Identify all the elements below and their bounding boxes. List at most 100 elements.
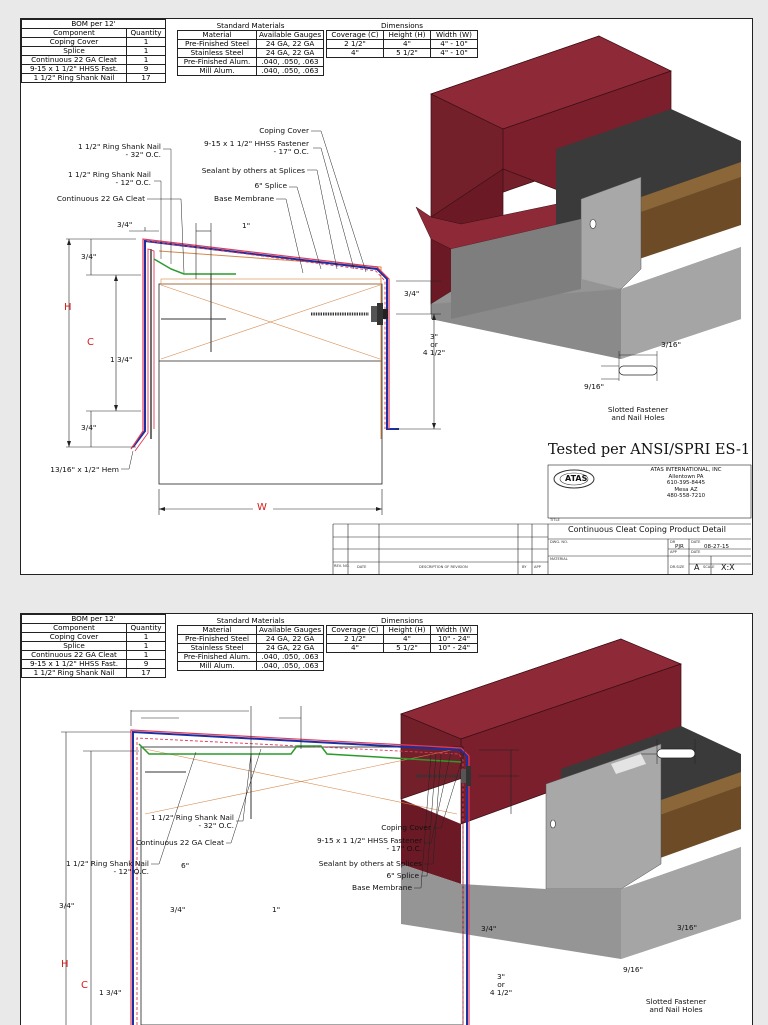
scale-value: X:X bbox=[721, 563, 735, 572]
slotted-hole-detail bbox=[601, 351, 658, 381]
callout-text: - 17" O.C. bbox=[386, 844, 422, 853]
cell: 17 bbox=[126, 73, 166, 83]
callout-text: - 12" O.C. bbox=[113, 867, 149, 876]
dimensions-table: Dimensions Coverage (C)Height (H)Width (… bbox=[326, 22, 478, 58]
hex-fastener-2 bbox=[416, 766, 471, 786]
rev-date-label: DATE bbox=[357, 565, 367, 569]
dim-1-3-4: 1 3/4" bbox=[110, 355, 133, 364]
section-drawing-2 bbox=[61, 638, 741, 1025]
material-label: MATERIAL bbox=[550, 557, 568, 561]
dim-6-inch: 6" bbox=[181, 861, 190, 870]
company-phone: 480-558-7210 bbox=[666, 493, 706, 500]
table-row: Mill Alum..040, .050, .063 bbox=[177, 66, 325, 76]
callout-membrane: Base Membrane bbox=[214, 194, 274, 203]
date-label: DATE bbox=[691, 540, 701, 544]
callout-cleat: Continuous 22 GA Cleat bbox=[56, 194, 145, 203]
company-name: ATAS INTERNATIONAL, INC bbox=[650, 467, 722, 473]
slotted-hole-detail-2 bbox=[641, 739, 696, 764]
cell: 1 1/2" Ring Shank Nail bbox=[21, 668, 127, 678]
title-label: TITLE bbox=[550, 518, 560, 522]
dim-text: or bbox=[497, 980, 505, 989]
cell: .040, .050, .063 bbox=[255, 661, 325, 671]
callout-text: - 32" O.C. bbox=[198, 821, 234, 830]
section-drawing-1 bbox=[66, 35, 752, 574]
callout-splice: 6" Splice bbox=[254, 181, 287, 190]
callout-nail-12-2: 1 1/2" Ring Shank Nail - 12" O.C. bbox=[31, 860, 149, 876]
drawn-by: PJR bbox=[675, 544, 684, 550]
cell: 5 1/2" bbox=[383, 643, 431, 653]
dim-3-16-2: 3/16" bbox=[677, 923, 697, 932]
hex-fastener bbox=[311, 303, 388, 325]
callout-text: - 12" O.C. bbox=[115, 178, 151, 187]
cell: 4" bbox=[326, 643, 384, 653]
dim-3-4-2: 3/4" bbox=[59, 901, 75, 910]
company-info: ATAS INTERNATIONAL, INC Allentown PA 610… bbox=[621, 467, 751, 500]
callout-nail-32-2: 1 1/2" Ring Shank Nail - 32" O.C. bbox=[121, 814, 234, 830]
rev-no-label: REV. NO. bbox=[334, 564, 350, 568]
callout-text: 1 1/2" Ring Shank Nail bbox=[66, 859, 149, 868]
dim-3-4-right: 3/4" bbox=[404, 289, 420, 298]
callout-text: 1 1/2" Ring Shank Nail bbox=[68, 170, 151, 179]
dim-9-16-2: 9/16" bbox=[623, 965, 643, 974]
dim-9-16: 9/16" bbox=[584, 382, 604, 391]
cell: Mill Alum. bbox=[177, 661, 257, 671]
atas-logo bbox=[553, 469, 595, 489]
dim-3-4-lower: 3/4" bbox=[81, 423, 97, 432]
app-label: APP bbox=[670, 550, 677, 554]
callout-text: - 32" O.C. bbox=[125, 150, 161, 159]
dim-3-4-top: 3/4" bbox=[117, 220, 133, 229]
cell: .040, .050, .063 bbox=[255, 66, 325, 76]
slot-note-2: Slotted Fastener and Nail Holes bbox=[636, 998, 716, 1014]
callout-cleat-2: Continuous 22 GA Cleat bbox=[135, 838, 224, 847]
dim-text: 3" bbox=[429, 332, 439, 341]
slot-note-line: and Nail Holes bbox=[611, 413, 665, 422]
tested-heading: Tested per ANSI/SPRI ES-1 bbox=[548, 442, 751, 458]
dim-3-4-upper: 3/4" bbox=[81, 252, 97, 261]
callout-nail-32: 1 1/2" Ring Shank Nail - 32" O.C. bbox=[61, 143, 161, 159]
dim-text: 4 1/2" bbox=[489, 988, 513, 997]
callout-text: 1 1/2" Ring Shank Nail bbox=[151, 813, 234, 822]
dr-label: DR bbox=[670, 540, 676, 544]
cell: 5 1/2" bbox=[383, 48, 431, 58]
table-row: 4"5 1/2"4" - 10" bbox=[326, 48, 478, 58]
company-phone: 610-395-8445 bbox=[666, 480, 706, 487]
drawing-date: 08-27-15 bbox=[704, 544, 729, 550]
dim-3-16: 3/16" bbox=[661, 340, 681, 349]
dim-1-3-4-2: 1 3/4" bbox=[99, 988, 122, 997]
slot-note: Slotted Fastener and Nail Holes bbox=[598, 406, 678, 422]
dim-h: H bbox=[64, 302, 72, 313]
callout-fastener-2: 9-15 x 1 1/2" HHSS Fastener - 17" O.C. bbox=[291, 837, 422, 853]
callout-text: - 17" O.C. bbox=[273, 147, 309, 156]
company-city: Allentown PA bbox=[668, 473, 704, 480]
callout-text: 9-15 x 1 1/2" HHSS Fastener bbox=[316, 836, 422, 845]
callout-text: 1 1/2" Ring Shank Nail bbox=[78, 142, 161, 151]
dim-w: W bbox=[257, 502, 267, 513]
cell: 10" - 24" bbox=[430, 643, 478, 653]
dim-text: 3" bbox=[496, 972, 506, 981]
dim-1-inch: 1" bbox=[242, 221, 251, 230]
scale-label: SCALE bbox=[703, 565, 715, 569]
cell: 17 bbox=[126, 668, 166, 678]
dim-text: 4 1/2" bbox=[422, 348, 446, 357]
drawing-title: Continuous Cleat Coping Product Detail bbox=[568, 525, 726, 534]
coping-3d-render-2 bbox=[400, 638, 741, 959]
callout-hem: 13/16" x 1/2" Hem bbox=[50, 465, 119, 474]
slot-note-line: and Nail Holes bbox=[649, 1005, 703, 1014]
table-row: Mill Alum..040, .050, .063 bbox=[177, 661, 325, 671]
callout-splice-2: 6" Splice bbox=[386, 871, 419, 880]
callout-coping-cover-2: Coping Cover bbox=[381, 823, 431, 832]
coping-3d-render bbox=[415, 35, 741, 359]
cell: 1 1/2" Ring Shank Nail bbox=[21, 73, 127, 83]
cell: Mill Alum. bbox=[177, 66, 257, 76]
callout-sealant: Sealant by others at Splices bbox=[201, 166, 305, 175]
dim-3-4-b: 3/4" bbox=[170, 905, 186, 914]
callout-fastener: 9-15 x 1 1/2" HHSS Fastener - 17" O.C. bbox=[181, 140, 309, 156]
callout-text: 9-15 x 1 1/2" HHSS Fastener bbox=[203, 139, 309, 148]
